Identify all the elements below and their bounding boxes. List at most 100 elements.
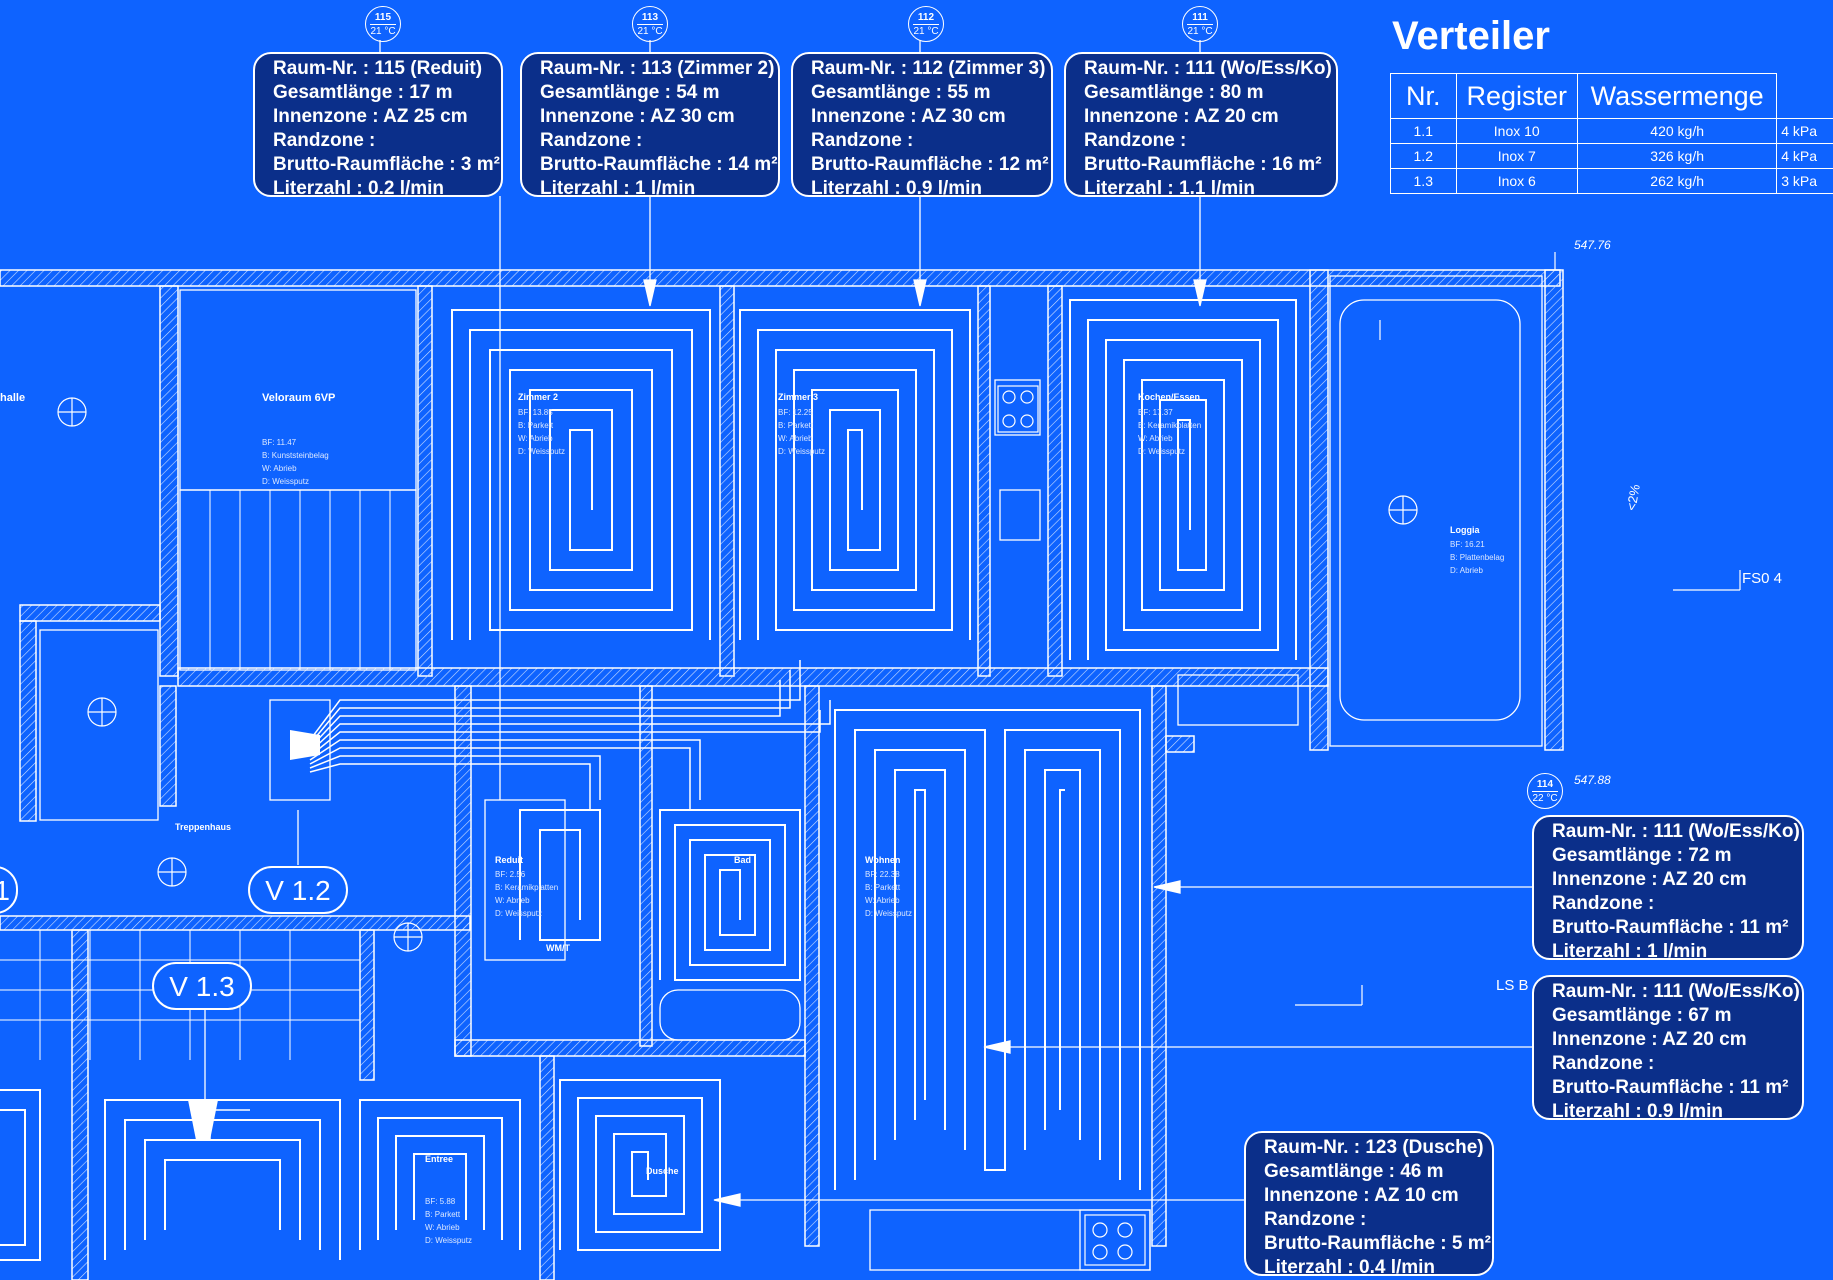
callout-line: Literzahl : 1 l/min [1552, 941, 1708, 962]
callout-line: Raum-Nr. : 115 (Reduit) [273, 58, 483, 79]
callout-line: Randzone : [1552, 893, 1655, 914]
room-tag-number: 113 [641, 12, 659, 23]
callout-line: Gesamtlänge : 67 m [1552, 1005, 1732, 1026]
distributor-label-v13: V 1.3 [152, 962, 252, 1010]
distributor-label-v12: V 1.2 [248, 866, 348, 914]
room-label-kochen: Kochen/Essen [1138, 392, 1201, 402]
room-label-veloraum: Veloraum 6VP [262, 392, 336, 404]
feed-pipes [199, 660, 831, 1140]
callout-line: Randzone : [1084, 130, 1187, 151]
room-tag-111: 111 21 °C [1182, 6, 1218, 42]
room-details-wohnen: BF: 22.38 B: Parkett W: Abrieb D: Weissp… [865, 870, 912, 918]
room-tag-number: 114 [1536, 779, 1554, 790]
callout-line: Literzahl : 0.9 l/min [1552, 1101, 1724, 1122]
verteiler-title: Verteiler [1392, 14, 1550, 58]
room-label-bad: Bad [734, 855, 752, 865]
section-marker-fso: FS0 4 [1742, 570, 1783, 587]
kitchen-hob [997, 385, 1146, 1266]
table-cell-nr: 1.2 [1390, 143, 1457, 169]
callout-line: Innenzone : AZ 30 cm [811, 106, 1006, 127]
room-tag-number: 115 [374, 12, 392, 23]
callout-line: Randzone : [1552, 1053, 1655, 1074]
callout-line: Brutto-Raumfläche : 11 m² [1552, 1077, 1789, 1098]
callout-line: Innenzone : AZ 10 cm [1264, 1185, 1459, 1206]
room-outlines [39, 275, 1543, 1271]
room-tag-113: 113 21 °C [632, 6, 668, 42]
room-label-zimmer2: Zimmer 2 [518, 392, 559, 402]
room-callout-123: Raum-Nr. : 123 (Dusche) Gesamtlänge : 46… [1244, 1131, 1494, 1278]
room-callout-111-b: Raum-Nr. : 111 (Wo/Ess/Ko) Gesamtlänge :… [1532, 815, 1804, 962]
table-header: Wassermenge [1577, 73, 1778, 119]
markers [1295, 252, 1741, 1006]
callout-line: Raum-Nr. : 111 (Wo/Ess/Ko) [1084, 58, 1332, 79]
room-details-reduit: BF: 2.56 B: Keramikplatten W: Abrieb D: … [495, 870, 559, 918]
room-details-loggia: BF: 16.21 B: Plattenbelag D: Abrieb [1450, 540, 1505, 575]
callout-line: Innenzone : AZ 20 cm [1552, 869, 1747, 890]
table-header: Register [1455, 73, 1579, 119]
room-tag-temperature: 21 °C [913, 24, 939, 37]
table-cell-menge: 420 kg/h [1577, 118, 1778, 144]
callout-line: Raum-Nr. : 111 (Wo/Ess/Ko) [1552, 981, 1800, 1002]
callout-line: Brutto-Raumfläche : 3 m² [273, 154, 500, 175]
callout-line: Brutto-Raumfläche : 11 m² [1552, 917, 1789, 938]
table-cell-nr: 1.1 [1390, 118, 1457, 144]
callout-line: Gesamtlänge : 54 m [540, 82, 720, 103]
table-cell-register: Inox 6 [1455, 168, 1579, 194]
room-tag-115: 115 21 °C [365, 6, 401, 42]
table-header [1777, 74, 1833, 119]
elevation-label: 547.88 [1574, 773, 1611, 787]
elevation-label: 547.76 [1574, 238, 1611, 252]
room-details-veloraum: BF: 11.47 B: Kunststeinbelag W: Abrieb D… [262, 438, 329, 486]
callout-line: Literzahl : 0.2 l/min [273, 178, 445, 199]
table-cell-nr: 1.3 [1390, 168, 1457, 194]
callout-line: Randzone : [811, 130, 914, 151]
table-row: 1.1 Inox 10 420 kg/h 4 kPa [1390, 118, 1833, 144]
table-row: 1.2 Inox 7 326 kg/h 4 kPa [1390, 143, 1833, 169]
section-marker-ls: LS B [1496, 977, 1529, 994]
room-tag-temperature: 22 °C [1532, 791, 1558, 804]
room-label-loggia: Loggia [1450, 525, 1480, 535]
room-label-wohnen: Wohnen [865, 855, 901, 865]
table-cell-kpa: 4 kPa [1776, 118, 1833, 144]
room-label-halle: halle [0, 392, 26, 404]
table-cell-menge: 262 kg/h [1577, 168, 1778, 194]
room-tag-temperature: 21 °C [637, 24, 663, 37]
table-header-row: Nr. Register Wassermenge [1390, 73, 1833, 119]
callout-line: Raum-Nr. : 113 (Zimmer 2) [540, 58, 775, 79]
stairs [0, 489, 416, 1060]
room-label-wmt: WM/T [546, 943, 570, 953]
callout-line: Brutto-Raumfläche : 12 m² [811, 154, 1049, 175]
room-tag-112: 112 21 °C [908, 6, 944, 42]
room-label-zimmer3: Zimmer 3 [778, 392, 819, 402]
room-callout-112: Raum-Nr. : 112 (Zimmer 3) Gesamtlänge : … [791, 52, 1053, 199]
table-row: 1.3 Inox 6 262 kg/h 3 kPa [1390, 168, 1833, 194]
callout-line: Raum-Nr. : 112 (Zimmer 3) [811, 58, 1046, 79]
callout-line: Innenzone : AZ 20 cm [1552, 1029, 1747, 1050]
room-label-reduit: Reduit [495, 855, 523, 865]
room-tag-114: 114 22 °C [1527, 773, 1563, 809]
room-callout-115: Raum-Nr. : 115 (Reduit) Gesamtlänge : 17… [253, 52, 503, 199]
callout-line: Innenzone : AZ 25 cm [273, 106, 468, 127]
table-cell-register: Inox 10 [1455, 118, 1579, 144]
callout-line: Literzahl : 0.9 l/min [811, 178, 983, 199]
table-header: Nr. [1390, 73, 1457, 119]
room-tag-number: 111 [1192, 12, 1208, 23]
light-fixtures [57, 397, 1418, 952]
callout-line: Raum-Nr. : 123 (Dusche) [1264, 1137, 1484, 1158]
callout-line: Randzone : [273, 130, 376, 151]
room-details-kochen: BF: 17.37 B: Keramikplatten W: Abrieb D:… [1138, 408, 1202, 456]
room-label-treppenhaus: Treppenhaus [175, 822, 232, 832]
room-callout-111-c: Raum-Nr. : 111 (Wo/Ess/Ko) Gesamtlänge :… [1532, 975, 1804, 1122]
table-cell-kpa: 4 kPa [1776, 143, 1833, 169]
callout-line: Gesamtlänge : 72 m [1552, 845, 1732, 866]
room-details-zimmer2: BF: 13.85 B: Parkett W: Abrieb D: Weissp… [518, 408, 565, 456]
leader-lines [204, 40, 1532, 1207]
room-details-entree: BF: 5.88 B: Parkett W: Abrieb D: Weisspu… [425, 1197, 472, 1245]
callout-line: Literzahl : 1.1 l/min [1084, 178, 1256, 199]
room-tag-number: 112 [917, 12, 935, 23]
callout-line: Raum-Nr. : 111 (Wo/Ess/Ko) [1552, 821, 1800, 842]
walls [0, 269, 1564, 1280]
manifold-symbols [188, 730, 320, 1140]
